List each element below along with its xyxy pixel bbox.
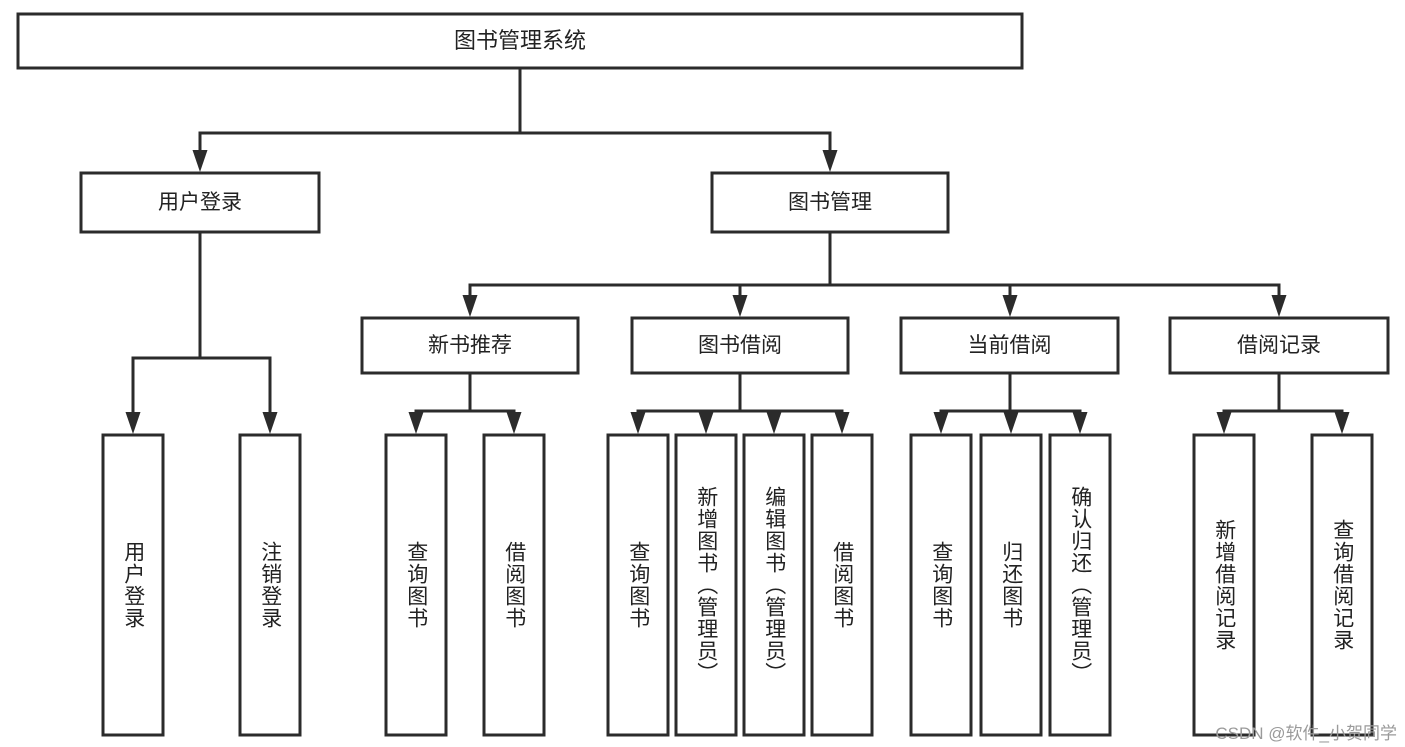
- node-box: [1168, 316, 1390, 375]
- arrow-head-icon: [822, 150, 838, 172]
- node-box: [710, 171, 950, 234]
- node-leaf-rec-borrow[interactable]: [482, 433, 546, 737]
- node-leaf-borrow-add[interactable]: [674, 433, 738, 737]
- arrow-head-icon: [192, 150, 208, 172]
- node-label: 当前借阅: [968, 334, 1052, 357]
- node-box: [1048, 433, 1112, 737]
- node-leaf-cur-return[interactable]: [979, 433, 1043, 737]
- arrow-head-icon: [1002, 295, 1018, 317]
- node-borrow-record[interactable]: 借阅记录: [1168, 316, 1390, 375]
- arrow-head-icon: [630, 412, 646, 434]
- node-leaf-borrow-edit[interactable]: [742, 433, 806, 737]
- node-leaf-borrow-lend[interactable]: [810, 433, 874, 737]
- arrow-head-icon: [732, 295, 748, 317]
- node-box: [630, 316, 850, 375]
- node-box: [16, 12, 1024, 70]
- node-label: 图书管理系统: [454, 28, 586, 53]
- node-leaf-rec-query[interactable]: [384, 433, 448, 737]
- arrow-head-icon: [834, 412, 850, 434]
- node-leaf-cur-query[interactable]: [909, 433, 973, 737]
- node-box: [360, 316, 580, 375]
- node-box: [810, 433, 874, 737]
- arrow-head-icon: [262, 412, 278, 434]
- node-current-borrow[interactable]: 当前借阅: [899, 316, 1120, 375]
- node-book-manage[interactable]: 图书管理: [710, 171, 950, 234]
- arrow-head-icon: [766, 412, 782, 434]
- node-leaf-user-logout[interactable]: [238, 433, 302, 737]
- node-box: [674, 433, 738, 737]
- node-leaf-rec-add[interactable]: [1192, 433, 1256, 737]
- node-box: [979, 433, 1043, 737]
- edges-layer: [125, 66, 1350, 434]
- arrow-head-icon: [933, 412, 949, 434]
- node-box: [238, 433, 302, 737]
- arrow-head-icon: [1003, 412, 1019, 434]
- arrow-head-icon: [1271, 295, 1287, 317]
- node-box: [101, 433, 165, 737]
- node-box: [482, 433, 546, 737]
- node-box: [1310, 433, 1374, 737]
- arrow-head-icon: [1334, 412, 1350, 434]
- node-box: [1192, 433, 1256, 737]
- arrow-head-icon: [1216, 412, 1232, 434]
- arrow-head-icon: [506, 412, 522, 434]
- node-box: [384, 433, 448, 737]
- node-label: 图书管理: [788, 191, 872, 214]
- arrow-head-icon: [462, 295, 478, 317]
- node-user-login[interactable]: 用户登录: [79, 171, 321, 234]
- node-label: 借阅记录: [1237, 334, 1321, 357]
- node-box: [606, 433, 670, 737]
- node-new-book-rec[interactable]: 新书推荐: [360, 316, 580, 375]
- arrow-head-icon: [698, 412, 714, 434]
- node-leaf-borrow-query[interactable]: [606, 433, 670, 737]
- node-leaf-cur-confirm[interactable]: [1048, 433, 1112, 737]
- node-label: 用户登录: [158, 191, 242, 214]
- node-root[interactable]: 图书管理系统: [16, 12, 1024, 70]
- node-box: [909, 433, 973, 737]
- arrow-head-icon: [408, 412, 424, 434]
- node-label: 新书推荐: [428, 334, 512, 357]
- node-box: [79, 171, 321, 234]
- node-leaf-rec-query2[interactable]: [1310, 433, 1374, 737]
- node-box: [742, 433, 806, 737]
- arrow-head-icon: [125, 412, 141, 434]
- node-leaf-user-login[interactable]: [101, 433, 165, 737]
- node-book-borrow[interactable]: 图书借阅: [630, 316, 850, 375]
- node-box: [899, 316, 1120, 375]
- arrow-head-icon: [1072, 412, 1088, 434]
- node-label: 图书借阅: [698, 334, 782, 357]
